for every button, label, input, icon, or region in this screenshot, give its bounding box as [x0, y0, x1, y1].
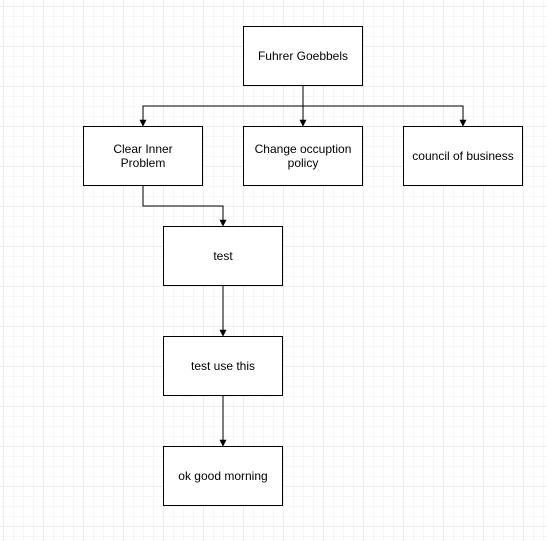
connector-goebbels-to-council-of-business[interactable]: [303, 105, 467, 127]
node-ok-good-morning[interactable]: ok good morning: [163, 446, 283, 506]
node-fuhrer-goebbels[interactable]: Fuhrer Goebbels: [243, 26, 363, 86]
node-test-use-this[interactable]: test use this: [163, 336, 283, 396]
node-test[interactable]: test: [163, 226, 283, 286]
connector-goebbels-to-clear-inner-problem[interactable]: [139, 86, 304, 127]
node-council-of-business[interactable]: council of business: [403, 126, 523, 186]
connector-clear-inner-problem-to-test[interactable]: [142, 186, 227, 227]
node-change-occuption-policy[interactable]: Change occuption policy: [243, 126, 363, 186]
node-clear-inner-problem[interactable]: Clear Inner Problem: [83, 126, 203, 186]
